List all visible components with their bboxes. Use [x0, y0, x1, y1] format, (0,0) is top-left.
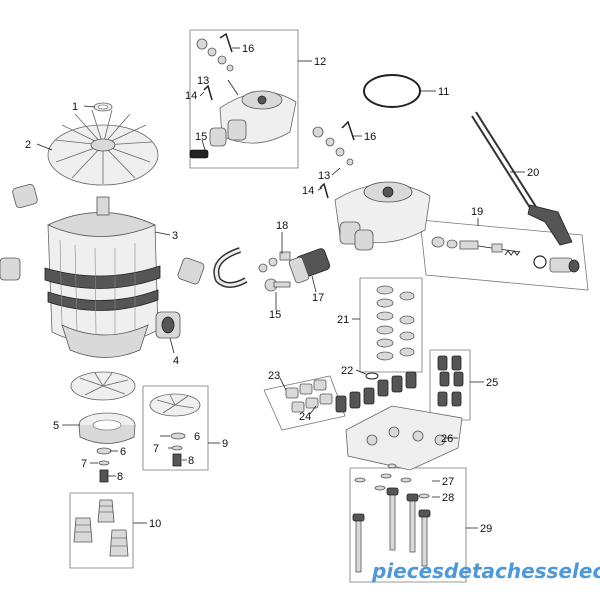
part-screw-15 — [264, 278, 291, 292]
callout-1: 1 — [72, 101, 78, 113]
callout-6b: 6 — [194, 431, 200, 443]
callout-8a: 8 — [117, 471, 123, 483]
callout-17: 17 — [312, 292, 324, 304]
callout-11: 11 — [438, 86, 449, 98]
part-valve-spring-kit — [73, 499, 129, 557]
group-box-29 — [349, 467, 467, 583]
callout-14a: 14 — [185, 90, 197, 102]
part-unloader-valve — [258, 248, 331, 284]
part-bolt-set — [352, 463, 431, 573]
callout-6a: 6 — [120, 446, 126, 458]
callout-7b: 7 — [153, 443, 159, 455]
callout-7a: 7 — [81, 458, 87, 470]
part-o-ring-22 — [365, 372, 379, 380]
callout-3: 3 — [172, 230, 178, 242]
callout-12: 12 — [314, 56, 326, 68]
watermark-text: piecesdetachesselec.com — [371, 559, 600, 583]
callout-28: 28 — [442, 492, 454, 504]
part-seal-kit — [376, 285, 415, 361]
callout-16a: 16 — [242, 43, 254, 55]
part-handle-rod — [471, 111, 573, 246]
callout-8b: 8 — [188, 455, 194, 467]
group-box-10 — [69, 492, 134, 569]
callout-19: 19 — [471, 206, 483, 218]
callout-26: 26 — [441, 433, 453, 445]
part-injector-assembly — [431, 236, 580, 273]
group-box-19 — [419, 219, 589, 291]
part-pump-head-assembly — [312, 120, 431, 251]
part-screw — [99, 453, 182, 483]
callout-15b: 15 — [269, 309, 281, 321]
group-box-9 — [142, 385, 209, 471]
part-swash-plate — [70, 371, 136, 444]
callout-29: 29 — [480, 523, 492, 535]
callout-5: 5 — [53, 420, 59, 432]
callout-23: 23 — [268, 370, 280, 382]
callout-18: 18 — [276, 220, 288, 232]
callout-14b: 14 — [302, 185, 314, 197]
part-bypass-hose — [213, 247, 248, 288]
callout-4: 4 — [173, 355, 179, 367]
part-pump-head — [189, 32, 297, 159]
callout-25: 25 — [486, 377, 498, 389]
part-swash-plate-kit — [149, 393, 201, 417]
part-washer — [96, 432, 186, 466]
group-box-21 — [359, 277, 423, 373]
callout-15a: 15 — [195, 131, 207, 143]
part-seal-ring — [93, 102, 113, 112]
part-valve-set-25 — [437, 355, 464, 407]
part-motor-bushing — [0, 183, 205, 339]
part-pump-manifold — [335, 371, 463, 471]
callout-10: 10 — [149, 518, 161, 530]
callout-16b: 16 — [364, 131, 376, 143]
part-electric-motor — [44, 196, 161, 358]
callout-2: 2 — [25, 139, 31, 151]
group-box-12 — [189, 29, 299, 169]
part-cooling-fan — [47, 109, 159, 186]
callout-9: 9 — [222, 438, 228, 450]
callout-22: 22 — [341, 365, 353, 377]
callout-labels: 1 2 3 4 5 6 7 8 6 7 8 9 10 11 12 13 14 1… — [25, 43, 539, 535]
part-o-ring — [363, 74, 421, 108]
callout-20: 20 — [527, 167, 539, 179]
group-box-25 — [429, 349, 471, 421]
callout-13a: 13 — [197, 75, 209, 87]
callout-13b: 13 — [318, 170, 330, 182]
callout-21: 21 — [337, 314, 349, 326]
callout-27: 27 — [442, 476, 454, 488]
leader-lines — [36, 47, 525, 529]
group-box-23 — [263, 375, 346, 431]
callout-24: 24 — [299, 411, 311, 423]
part-check-valves-23 — [285, 379, 333, 413]
